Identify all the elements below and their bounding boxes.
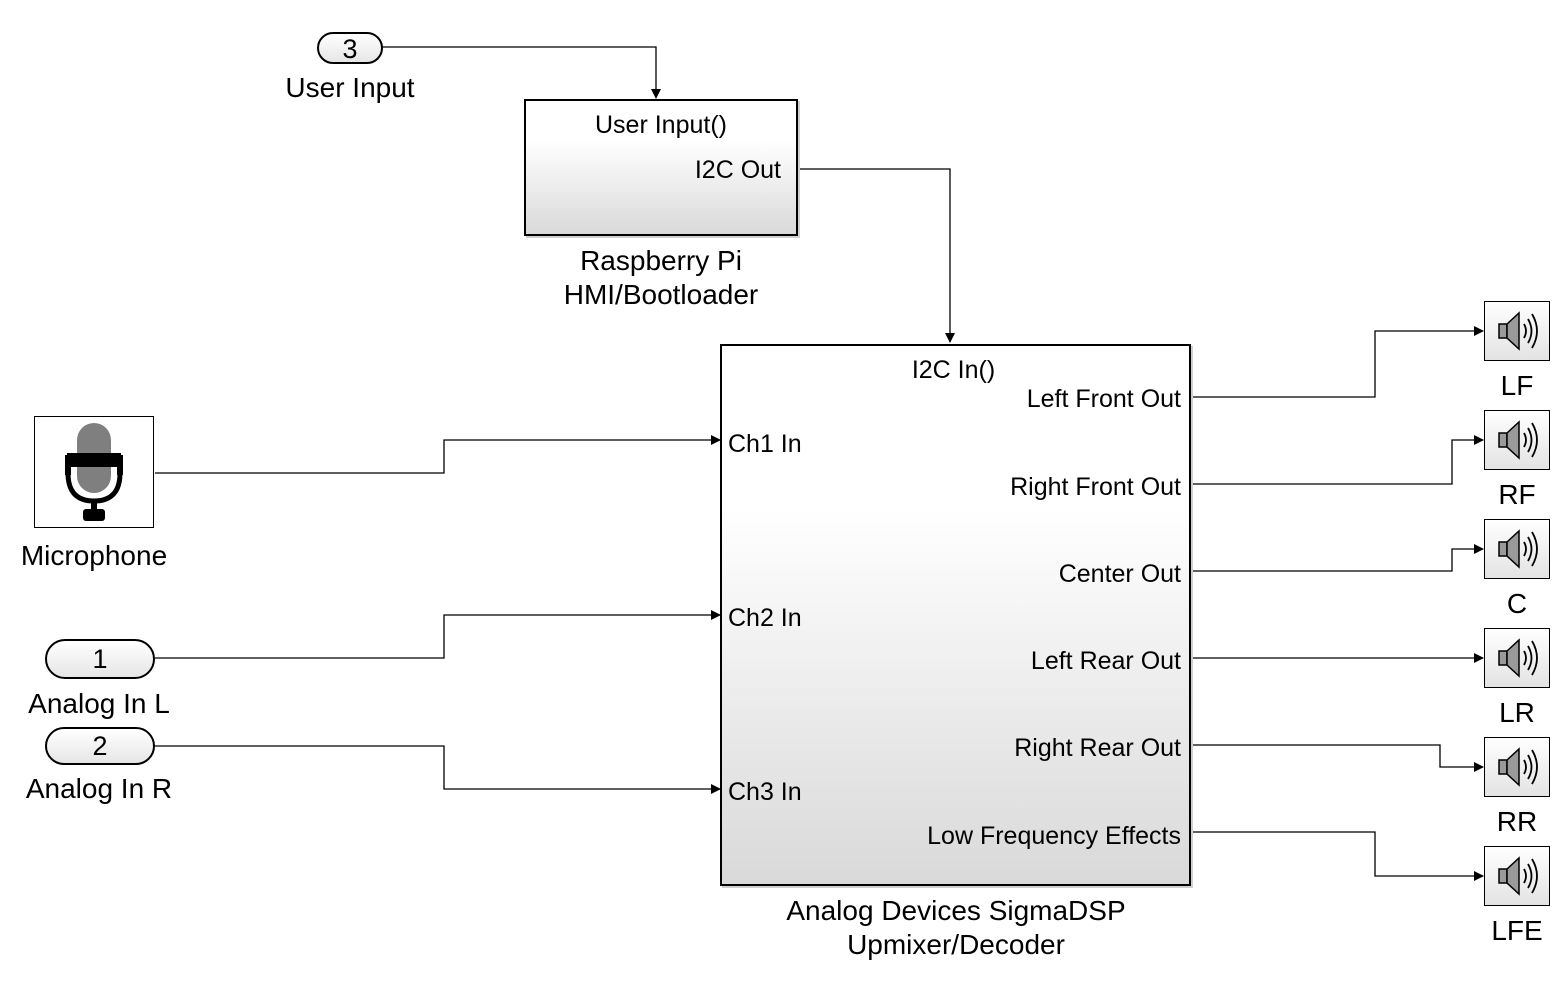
speaker-icon (1498, 638, 1538, 678)
microphone-label: Microphone (20, 540, 168, 571)
inport-label: Analog In L (28, 688, 170, 719)
speaker-block-rr[interactable] (1484, 737, 1550, 797)
speaker-label: LFE (1491, 915, 1543, 946)
rpi-caption-line2: HMI/Bootloader (563, 279, 759, 310)
dsp-caption-line2: Upmixer/Decoder (847, 929, 1065, 960)
sigmadsp-block[interactable]: I2C In() Ch1 In Ch2 In Ch3 In Left Front… (720, 344, 1191, 886)
rpi-caption-line1: Raspberry Pi (580, 245, 742, 276)
dsp-output-lfe: Low Frequency Effects (927, 822, 1181, 850)
speaker-icon (1498, 747, 1538, 787)
wire-rf (1190, 435, 1484, 485)
inport-user-input[interactable]: 3 (317, 32, 383, 64)
wire-microphone (155, 435, 721, 474)
dsp-input-ch3: Ch3 In (728, 778, 802, 806)
wire-lf (1190, 326, 1484, 398)
speaker-label: RR (1496, 806, 1538, 837)
speaker-label: C (1506, 588, 1528, 619)
raspberry-pi-block[interactable]: User Input() I2C Out (524, 99, 798, 236)
dsp-i2c-in-port: I2C In() (911, 356, 996, 384)
speaker-label: LF (1500, 370, 1534, 401)
wire-analog-r (155, 745, 721, 794)
dsp-output-right-front: Right Front Out (1010, 473, 1181, 501)
speaker-label: RF (1498, 479, 1536, 510)
inport-number: 2 (92, 731, 108, 761)
dsp-caption-line1: Analog Devices SigmaDSP (786, 895, 1126, 926)
wire-i2c (798, 168, 955, 343)
wire-c (1190, 544, 1484, 572)
inport-analog-in-r[interactable]: 2 (45, 727, 155, 765)
dsp-input-ch2: Ch2 In (728, 604, 802, 632)
dsp-output-left-front: Left Front Out (1026, 385, 1181, 413)
speaker-icon (1498, 311, 1538, 351)
speaker-icon (1498, 856, 1538, 896)
wire-analog-l (155, 610, 721, 659)
dsp-output-center: Center Out (1058, 560, 1181, 588)
speaker-block-rf[interactable] (1484, 410, 1550, 470)
inport-analog-in-l[interactable]: 1 (45, 639, 155, 679)
inport-label: Analog In R (25, 773, 173, 804)
inport-number: 3 (342, 34, 358, 64)
microphone-block[interactable] (34, 416, 154, 528)
speaker-block-c[interactable] (1484, 519, 1550, 579)
dsp-input-ch1: Ch1 In (728, 430, 802, 458)
speaker-block-lf[interactable] (1484, 301, 1550, 361)
speaker-icon (1498, 420, 1538, 460)
inport-number: 1 (92, 644, 108, 674)
rpi-output-port: I2C Out (694, 156, 781, 184)
wire-user-input (382, 46, 661, 99)
microphone-icon (65, 423, 123, 521)
speaker-icon (1498, 529, 1538, 569)
inport-label: User Input (285, 72, 415, 103)
speaker-block-lfe[interactable] (1484, 846, 1550, 906)
wire-lfe (1190, 831, 1484, 881)
dsp-output-left-rear: Left Rear Out (1030, 647, 1181, 675)
rpi-input-port: User Input() (595, 111, 727, 139)
speaker-block-lr[interactable] (1484, 628, 1550, 688)
dsp-output-right-rear: Right Rear Out (1014, 734, 1181, 762)
speaker-label: LR (1499, 697, 1535, 728)
wire-rr (1190, 744, 1484, 772)
